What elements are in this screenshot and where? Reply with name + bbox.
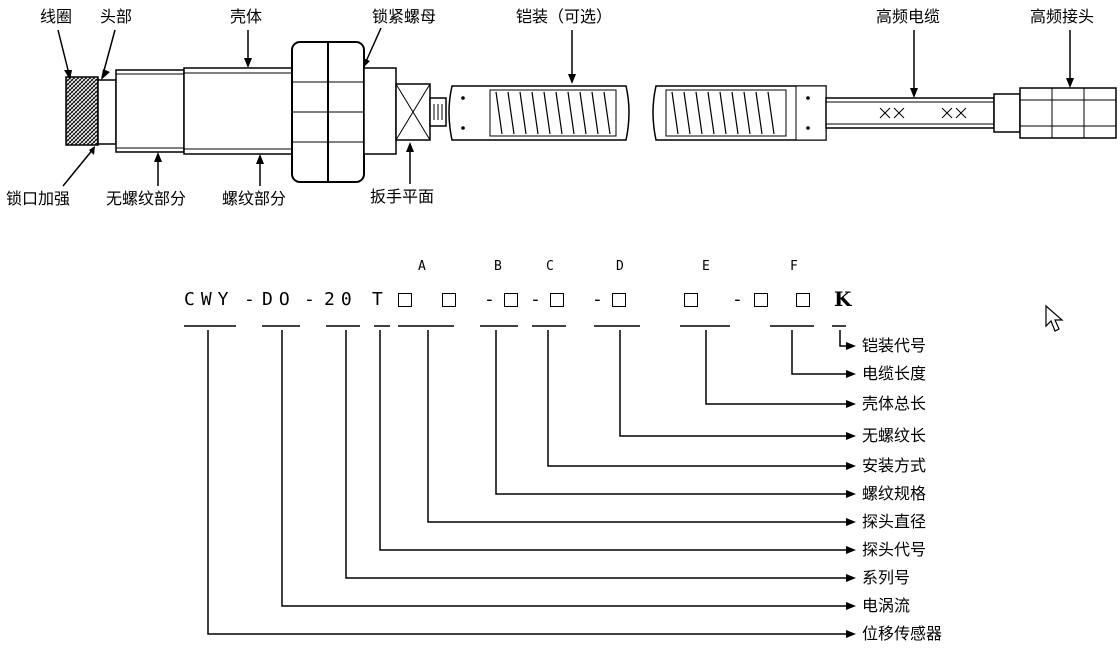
legend-shell-length: 壳体总长 <box>862 394 927 413</box>
label-hf-cable: 高频电缆 <box>876 7 941 26</box>
model-dash-1: - <box>244 289 255 310</box>
label-lock-reinforce: 锁口加强 <box>6 189 71 208</box>
legend-series-number: 系列号 <box>862 568 911 587</box>
slot-box-d <box>612 293 626 307</box>
label-unthreaded: 无螺纹部分 <box>106 189 187 208</box>
label-armor: 铠装（可选） <box>516 7 613 26</box>
slot-letter-c: C <box>546 259 554 274</box>
label-coil: 线圈 <box>40 7 73 26</box>
legend-displacement-sensor: 位移传感器 <box>862 624 943 643</box>
unthreaded-part <box>115 69 185 153</box>
slot-box-c <box>550 293 564 307</box>
legend-probe-code: 探头代号 <box>862 540 927 559</box>
coil-part <box>65 76 99 146</box>
threaded-part <box>183 67 295 155</box>
label-wrench-flat: 扳手平面 <box>370 187 435 206</box>
label-shell: 壳体 <box>230 7 263 26</box>
model-dash-3: - <box>484 289 495 310</box>
model-seg-20: 20 <box>324 289 358 310</box>
label-threaded: 螺纹部分 <box>222 189 287 208</box>
model-dash-2: - <box>304 289 315 310</box>
legend-mount-method: 安装方式 <box>862 456 927 475</box>
model-dash-5: - <box>592 289 603 310</box>
hf-connector-part <box>1019 87 1117 139</box>
model-dash-6: - <box>732 289 743 310</box>
slot-box-f2 <box>796 293 810 307</box>
slot-box-f1 <box>754 293 768 307</box>
armor-code-k: K <box>834 287 852 311</box>
slot-box-a2 <box>442 293 456 307</box>
label-head: 头部 <box>100 7 133 26</box>
legend-thread-spec: 螺纹规格 <box>862 484 927 503</box>
slot-letter-d: D <box>616 259 624 274</box>
label-lock-nut: 锁紧螺母 <box>372 7 437 26</box>
sensor-drawing <box>57 27 1117 187</box>
slot-letter-f: F <box>790 259 798 274</box>
slot-letter-a: A <box>418 259 426 274</box>
legend-eddy-current: 电涡流 <box>862 596 911 615</box>
slot-box-e <box>684 293 698 307</box>
legend-unthreaded-length: 无螺纹长 <box>862 426 927 445</box>
slot-letter-b: B <box>494 259 502 274</box>
model-seg-do: DO <box>262 289 296 310</box>
slot-box-a1 <box>398 293 412 307</box>
model-seg-t: T <box>372 289 383 310</box>
legend-probe-diameter: 探头直径 <box>862 512 927 531</box>
model-dash-4: - <box>530 289 541 310</box>
label-hf-connector: 高频接头 <box>1030 7 1095 26</box>
legend-armor-code: 铠装代号 <box>862 336 927 355</box>
model-seg-cwy: CWY <box>184 289 235 310</box>
arrow-cursor-icon <box>1045 304 1064 332</box>
legend-cable-length: 电缆长度 <box>862 364 927 383</box>
slot-box-b <box>504 293 518 307</box>
slot-letter-e: E <box>702 259 710 274</box>
hf-cable-part <box>825 97 995 129</box>
